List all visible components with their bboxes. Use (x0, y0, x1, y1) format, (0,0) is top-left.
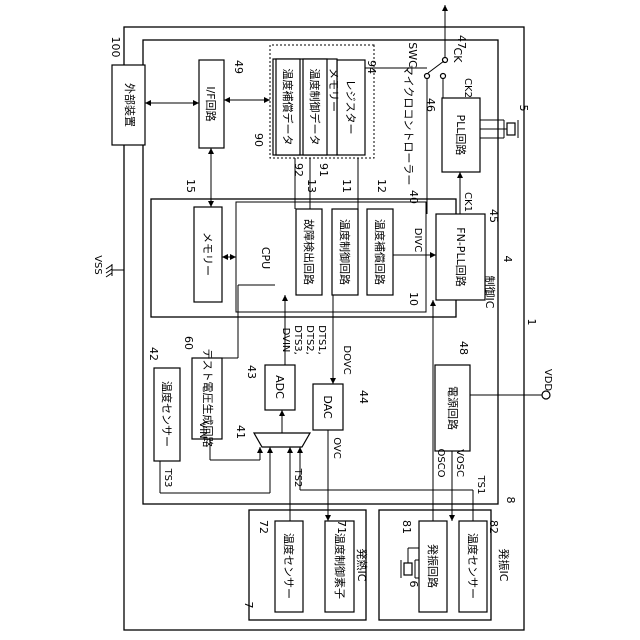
memory-lower-name-label: メモリー (201, 232, 214, 276)
heat-element-name-label: 温度制御素子 (333, 533, 347, 599)
dovc-label: DOVC (341, 345, 352, 374)
dac-ref-label: 44 (357, 390, 370, 404)
system-ref-label: 1 (525, 319, 538, 326)
temp-ctrl-name-label: 温度制御回路 (338, 219, 352, 285)
heat-element-ref-label: 71 (335, 520, 348, 534)
adc-name-label: ADC (273, 375, 286, 399)
osc-circuit-ref-label: 81 (400, 520, 413, 534)
fault-detect-ref-label: 13 (305, 179, 318, 193)
dts2-label: DTS2, (304, 325, 315, 355)
adc-ref-label: 43 (245, 365, 258, 379)
vss-label: VSS (92, 255, 103, 275)
if-name-label: I/F回路 (204, 86, 217, 121)
memory-upper-name-label: メモリー (327, 68, 340, 112)
register-ref-label: 94 (365, 60, 378, 74)
switch-name-label: CK (451, 48, 464, 64)
vosc-label: VOSC (454, 449, 465, 477)
osc-circuit-name-label: 発振回路 (426, 544, 440, 588)
multiplexer (254, 433, 310, 447)
osc-temp-sensor-ref-label: 82 (487, 520, 500, 534)
external-device-ref-label: 100 (109, 37, 122, 58)
oscillation-ic-ref-label: 8 (504, 497, 517, 504)
ovc-label: OVC (331, 437, 342, 459)
power-ref-label: 48 (457, 341, 470, 355)
mux-ref-label: 41 (234, 425, 247, 439)
dts3-label: DTS3, (292, 325, 303, 355)
temp-comp-name-label: 温度補償回路 (373, 219, 387, 285)
vdd-label: VDD (542, 369, 553, 392)
fnpll-ref-label: 45 (487, 209, 500, 223)
dac-name-label: DAC (321, 395, 334, 419)
ground-symbol (106, 264, 124, 277)
dvin-label: DVIN (280, 328, 291, 353)
data1-ref-label: 91 (317, 163, 330, 177)
oscillation-ic-name-label: 発振IC (497, 549, 511, 582)
power-name-label: 電源回路 (446, 386, 460, 430)
vin-label: VIN (197, 421, 208, 438)
dts1-label: DTS1, (316, 325, 327, 355)
pll-ref-label: 46 (424, 98, 437, 112)
register-name-label: レジスター (344, 80, 357, 135)
ck1-label: CK1 (462, 192, 473, 212)
heat-temp-sensor-ref-label: 72 (257, 520, 270, 534)
fault-detect-name-label: 故障検出回路 (302, 219, 316, 285)
external-device-name-label: 外部装置 (123, 83, 137, 127)
fnpll-name-label: FN-PLL回路 (454, 227, 467, 286)
osc-temp-sensor-name-label: 温度センサー (466, 533, 480, 599)
temp-comp-data-label: 温度補償データ (281, 69, 295, 146)
temp-ctrl-data-label: 温度制御データ (308, 69, 322, 146)
temp-sensor-ctrl-name-label: 温度センサー (160, 381, 174, 447)
heating-ic-name-label: 発熱IC (355, 549, 369, 582)
ts1-label: TS1 (475, 475, 486, 495)
pll-name-label: PLL回路 (454, 115, 467, 156)
ts2-label: TS2 (292, 468, 303, 488)
cpu-label: CPU (259, 247, 272, 269)
control-ic-name-label: 制御IC (483, 276, 497, 309)
data2-ref-label: 92 (292, 163, 305, 177)
temp-comp-ref-label: 12 (375, 179, 388, 193)
crystal-bottom-symbol (401, 560, 419, 578)
microcontroller-ref-label: 40 (407, 190, 420, 204)
temp-ctrl-ref-label: 11 (340, 179, 353, 193)
switch-signal-label: SWC (406, 42, 419, 68)
heating-ic-ref-label: 7 (242, 602, 255, 609)
if-ref-label: 49 (232, 60, 245, 74)
control-ic-ref-label: 4 (501, 256, 514, 263)
memory-lower-ref-label: 15 (184, 179, 197, 193)
microcontroller-name-label: マイクロコントローラー (402, 65, 415, 186)
divc-label: DIVC (412, 228, 423, 252)
crystal-top-ref-label: 5 (517, 105, 530, 112)
osco-label: OSCO (435, 448, 446, 477)
test-voltage-ref-label: 60 (182, 336, 195, 350)
temp-sensor-ctrl-ref-label: 42 (147, 347, 160, 361)
heat-temp-sensor-name-label: 温度センサー (282, 533, 296, 599)
ck2-label: CK2 (462, 78, 473, 98)
memory-upper-ref-label: 90 (252, 133, 265, 147)
crystal-bottom-ref-label: 6 (407, 581, 420, 588)
ts3-label: TS3 (162, 468, 173, 488)
cpu-group-ref-label: 10 (407, 292, 420, 306)
